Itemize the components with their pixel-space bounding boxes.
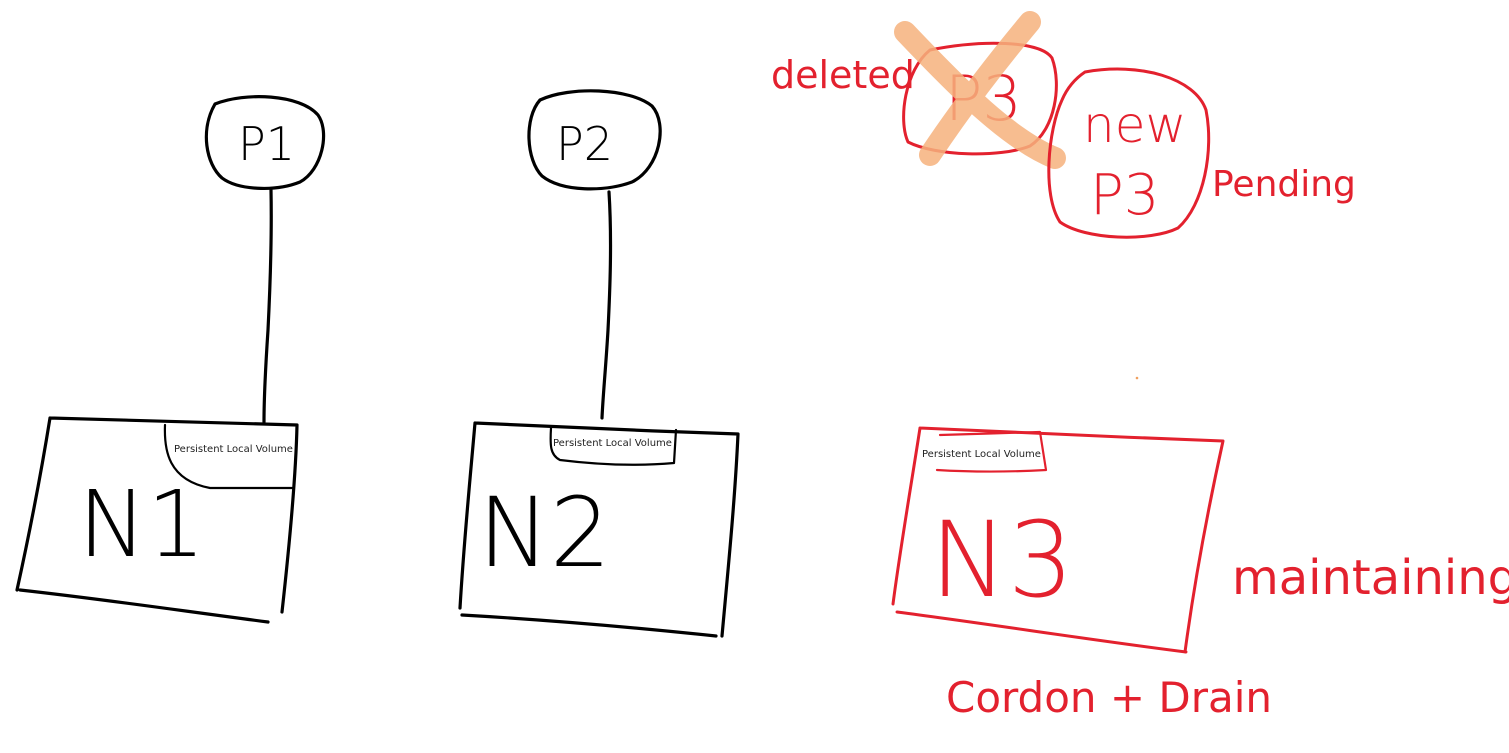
- node-n3-outline: [891, 426, 1225, 654]
- pod-p3-new-label-line1: new: [1083, 96, 1186, 154]
- pod-p1-outline: [204, 95, 326, 190]
- pod-p3-old-status: deleted: [771, 53, 915, 97]
- pod-p3-new: new P3 Pending: [1047, 67, 1356, 239]
- pod-p2-label: P2: [556, 117, 613, 171]
- node-n2-outline: [458, 421, 740, 638]
- pod-p2-outline: [527, 89, 662, 191]
- pod-p1: P1: [204, 95, 326, 190]
- stray-dot: [1135, 376, 1139, 380]
- node-n3-label: N3: [930, 499, 1074, 621]
- node-n2-volume-outline: [549, 426, 678, 466]
- strike-mark: [894, 11, 1066, 169]
- node-n2-label: N2: [478, 477, 611, 589]
- node-n3-volume-outline: [935, 430, 1048, 473]
- node-n2: Persistent Local Volume N2: [458, 421, 740, 638]
- pod-p3-new-status: Pending: [1212, 164, 1356, 205]
- node-n1: Persistent Local Volume N1: [15, 416, 299, 624]
- node-n1-label: N1: [78, 471, 205, 578]
- pod-p3-deleted: P3 deleted: [771, 11, 1066, 169]
- link-p1-n1: [262, 188, 273, 424]
- node-n3-volume-label: Persistent Local Volume: [922, 449, 1041, 460]
- pod-p3-new-label-line2: P3: [1090, 163, 1159, 228]
- link-p2-n2: [600, 190, 613, 420]
- node-n1-volume-label: Persistent Local Volume: [174, 444, 293, 455]
- pod-p3-new-outline: [1047, 67, 1211, 239]
- node-n3-status: maintaining: [1232, 550, 1509, 606]
- pod-p2: P2: [527, 89, 662, 191]
- node-n3-action: Cordon + Drain: [946, 673, 1272, 722]
- pod-p1-label: P1: [238, 117, 295, 171]
- node-n3: Persistent Local Volume N3 maintaining C…: [891, 426, 1509, 722]
- node-n2-volume-label: Persistent Local Volume: [553, 438, 672, 449]
- node-n1-volume-outline: [163, 423, 294, 490]
- node-n1-outline: [15, 416, 299, 624]
